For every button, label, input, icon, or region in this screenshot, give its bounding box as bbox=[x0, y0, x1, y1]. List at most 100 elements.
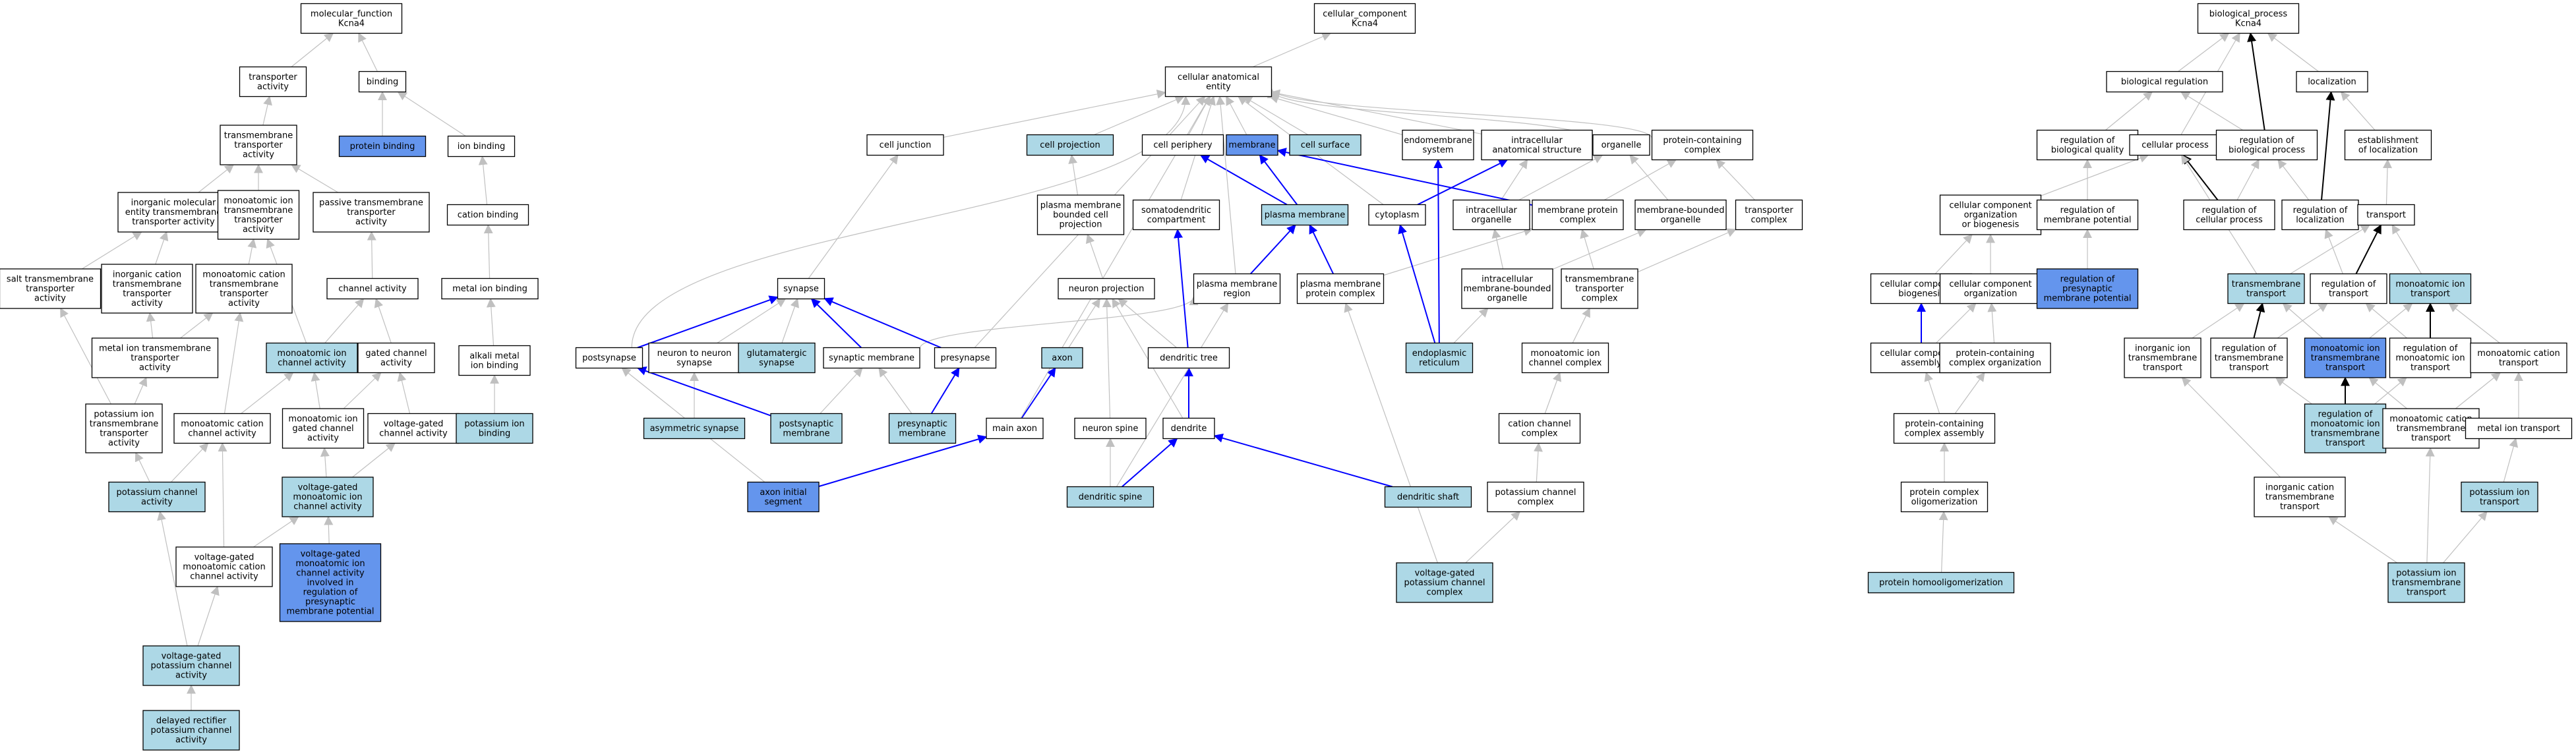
node-metalb[interactable]: metal ion binding bbox=[441, 277, 539, 300]
node-mainaxon[interactable]: main axon bbox=[986, 417, 1044, 440]
node-organelle[interactable]: organelle bbox=[1592, 134, 1650, 156]
node-loc[interactable]: localization bbox=[2296, 71, 2368, 93]
node-pm[interactable]: plasma membrane bbox=[1261, 204, 1349, 226]
node-asym[interactable]: asymmetric synapse bbox=[643, 417, 746, 440]
node-phomo[interactable]: protein homooligomerization bbox=[1867, 571, 2015, 594]
node-pita[interactable]: potassium iontransmembranetransporteract… bbox=[85, 403, 163, 453]
node-postsyn[interactable]: postsynapse bbox=[575, 347, 644, 369]
node-cytoplasm[interactable]: cytoplasm bbox=[1368, 204, 1426, 226]
node-celljunc[interactable]: cell junction bbox=[866, 134, 944, 156]
node-pb[interactable]: protein binding bbox=[338, 135, 427, 158]
node-presyn[interactable]: presynapse bbox=[934, 347, 997, 369]
node-ionb[interactable]: ion binding bbox=[447, 135, 516, 158]
node-mcta[interactable]: monoatomic cationtransmembranetransporte… bbox=[195, 264, 293, 314]
node-membrane[interactable]: membrane bbox=[1226, 134, 1278, 156]
node-dshaft[interactable]: dendritic shaft bbox=[1384, 486, 1472, 508]
node-cellproj[interactable]: cell projection bbox=[1026, 134, 1114, 156]
node-dendrite[interactable]: dendrite bbox=[1162, 417, 1215, 440]
node-synmem[interactable]: synaptic membrane bbox=[823, 347, 920, 369]
node-transport[interactable]: transport bbox=[2357, 204, 2415, 226]
node-moitta[interactable]: monoatomic iontransmembranetransporterac… bbox=[217, 190, 300, 240]
node-cellproc[interactable]: cellular process bbox=[2129, 134, 2221, 156]
node-dspine[interactable]: dendritic spine bbox=[1066, 486, 1154, 508]
node-dendtree[interactable]: dendritic tree bbox=[1147, 347, 1230, 369]
node-mett[interactable]: metal ion transport bbox=[2465, 417, 2573, 440]
node-bioreg[interactable]: biological regulation bbox=[2106, 71, 2223, 93]
node-synapse[interactable]: synapse bbox=[777, 277, 825, 300]
node-axon[interactable]: axon bbox=[1041, 347, 1083, 369]
node-binding[interactable]: binding bbox=[358, 71, 407, 93]
node-icta[interactable]: inorganic cationtransmembranetransporter… bbox=[101, 264, 193, 314]
node-cationb[interactable]: cation binding bbox=[446, 204, 529, 226]
node-cellperiph[interactable]: cell periphery bbox=[1141, 134, 1224, 156]
node-cellsurf[interactable]: cell surface bbox=[1289, 134, 1362, 156]
